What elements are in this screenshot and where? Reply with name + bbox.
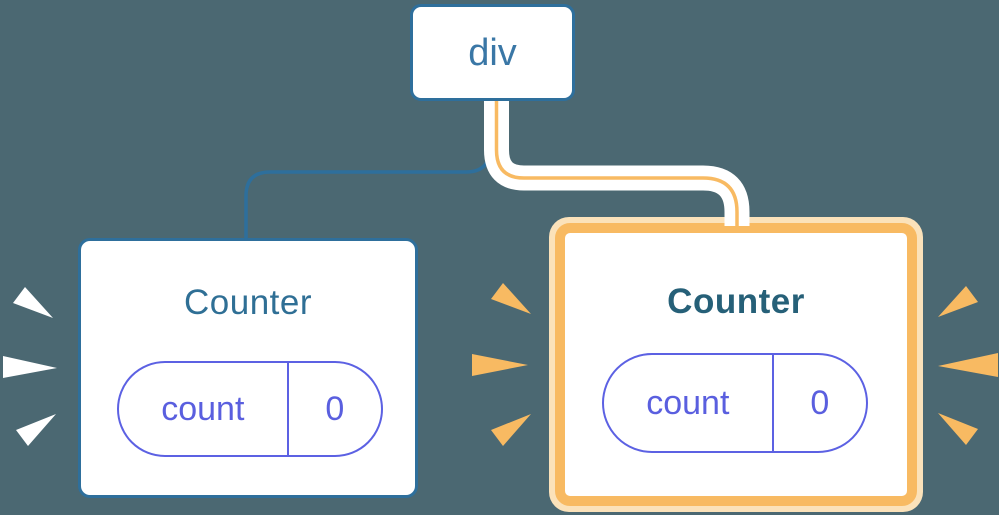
edge-root-to-right-counter [494,101,739,231]
burst-ray-icon [13,287,53,318]
burst-ray-icon [491,414,531,446]
burst-ray-icon [491,283,531,314]
burst-right-counter-right [938,286,998,445]
burst-ray-icon [16,414,56,446]
state-value: 0 [325,389,345,428]
state-name: count [604,355,774,451]
counter-title: Counter [183,283,313,322]
burst-ray-icon [938,353,998,377]
root-node-label: div [468,31,517,74]
state-pill: count 0 [602,353,868,453]
burst-ray-icon [3,356,57,378]
counter-card-right-glow: Counter count 0 [549,217,923,512]
state-name: count [119,363,289,455]
edge-root-to-left-counter [244,102,492,240]
counter-card-left: Counter count 0 [78,238,418,498]
counter-card-right: Counter count 0 [555,223,917,506]
burst-ray-icon [938,413,978,445]
state-value: 0 [810,383,830,422]
burst-ray-icon [472,354,528,376]
burst-left-counter [3,287,57,446]
counter-title: Counter [667,282,805,321]
burst-ray-icon [938,286,978,317]
state-pill: count 0 [117,361,383,457]
burst-right-counter-left [472,283,531,446]
highlight-edge-casing [484,101,750,226]
root-node-card: div [410,4,575,101]
